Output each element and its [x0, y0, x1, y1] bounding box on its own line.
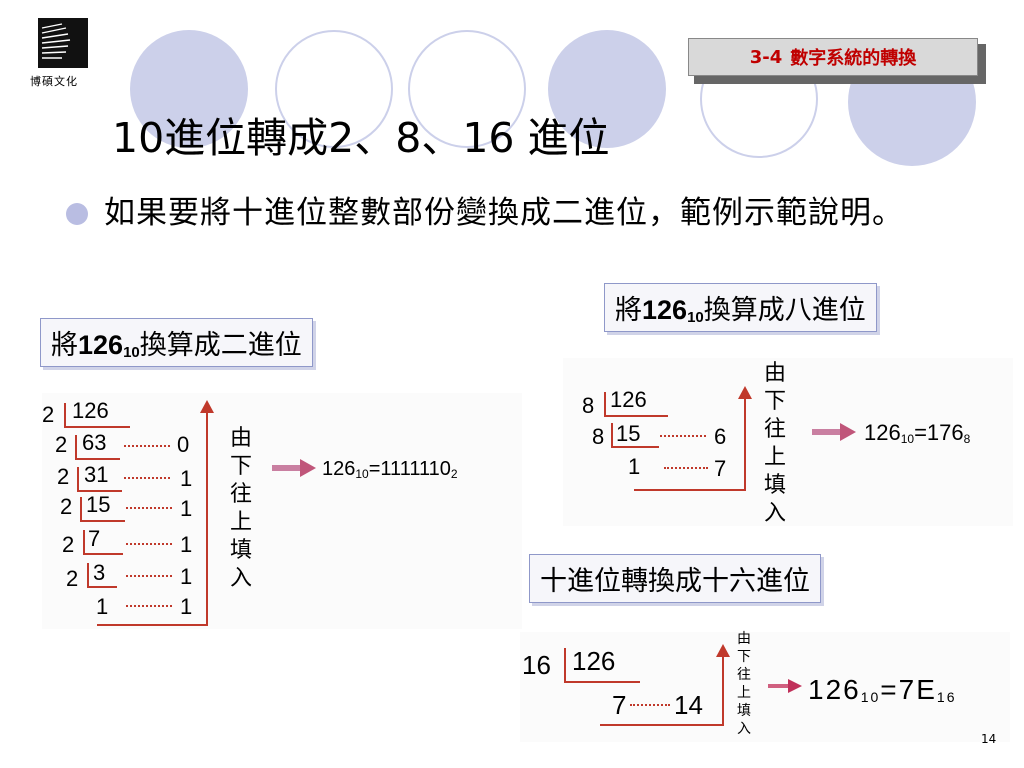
octal-direction-text: 由下往上填入 [763, 361, 786, 526]
hex-label: 十進位轉換成十六進位 [529, 554, 821, 603]
binary-quotient: 1 [96, 594, 109, 619]
hex-result: 12610=7E16 [808, 674, 957, 705]
dotted-leader [126, 605, 172, 607]
up-arrow-line [744, 396, 746, 491]
binary-quotient: 63 [82, 430, 107, 455]
dotted-leader [126, 575, 172, 577]
octal-remainder: 7 [714, 456, 727, 481]
arrow-right-icon [768, 678, 802, 698]
binary-remainder: 1 [180, 532, 193, 557]
binary-quotient: 15 [86, 492, 111, 517]
up-arrow-icon [716, 644, 730, 657]
octal-quotient: 1 [628, 454, 641, 479]
division-bar [604, 392, 606, 416]
binary-remainder: 1 [180, 564, 193, 589]
dotted-leader [124, 477, 170, 479]
bullet-icon [66, 203, 88, 225]
up-arrow-icon [200, 400, 214, 413]
section-title: 數字系統的轉換 [790, 48, 917, 69]
arrow-right-icon [272, 458, 316, 482]
up-arrow-icon [738, 386, 752, 399]
division-bar [604, 415, 668, 417]
up-arrow-base [97, 624, 208, 626]
binary-label: 將12610換算成二進位 [40, 318, 313, 367]
binary-result: 12610=11111102 [322, 458, 458, 481]
binary-quotient: 31 [84, 462, 109, 487]
page-number: 14 [981, 732, 997, 746]
up-arrow-base [634, 489, 746, 491]
section-tag: 3-4 數字系統的轉換 [688, 38, 988, 86]
logo-text: 博碩文化 [30, 75, 78, 88]
binary-quotient: 3 [93, 560, 106, 585]
division-bar [611, 446, 659, 448]
decor-circle [130, 30, 248, 148]
division-bar [64, 426, 130, 428]
division-bar [64, 403, 66, 427]
dotted-leader [124, 445, 170, 447]
binary-quotient: 126 [72, 398, 109, 423]
binary-divisor: 2 [57, 464, 70, 489]
division-bar [77, 467, 79, 491]
arrow-right-icon [812, 422, 856, 446]
octal-quotient: 126 [610, 387, 647, 412]
decor-circle [408, 30, 526, 148]
binary-divisor: 2 [60, 494, 73, 519]
dotted-leader [660, 435, 706, 437]
hex-direction-text: 由下往上填入 [737, 631, 751, 737]
dotted-leader [126, 507, 172, 509]
octal-divisor: 8 [582, 393, 595, 418]
dotted-leader [630, 704, 670, 706]
octal-panel [563, 358, 1013, 526]
binary-divisor: 2 [62, 532, 75, 557]
dotted-leader [664, 467, 708, 469]
division-bar [611, 423, 613, 447]
up-arrow-line [722, 654, 724, 726]
bullet-text: 如果要將十進位整數部份變換成二進位，範例示範說明。 [104, 195, 904, 231]
up-arrow-line [206, 410, 208, 626]
binary-remainder: 0 [177, 432, 190, 457]
hex-quotient: 7 [612, 690, 627, 720]
division-bar [87, 563, 89, 587]
division-bar [80, 520, 125, 522]
division-bar [564, 681, 640, 683]
octal-remainder: 6 [714, 424, 727, 449]
dotted-leader [126, 543, 172, 545]
hex-divisor: 16 [522, 650, 551, 680]
binary-quotient: 7 [88, 526, 101, 551]
binary-direction-text: 由下往上填入 [229, 426, 252, 591]
hex-panel [520, 632, 1010, 742]
binary-divisor: 2 [66, 566, 79, 591]
division-bar [87, 586, 117, 588]
hex-remainder: 14 [674, 690, 703, 720]
binary-panel [42, 393, 522, 629]
binary-remainder: 1 [180, 496, 193, 521]
section-number: 3-4 [749, 46, 783, 68]
binary-remainder: 1 [180, 594, 193, 619]
binary-divisor: 2 [55, 432, 68, 457]
decor-circle [548, 30, 666, 148]
octal-quotient: 15 [616, 421, 641, 446]
division-bar [80, 497, 82, 521]
octal-result: 12610=1768 [864, 420, 971, 446]
up-arrow-base [600, 724, 724, 726]
division-bar [75, 435, 77, 459]
division-bar [564, 648, 566, 682]
octal-label: 將12610換算成八進位 [604, 283, 877, 332]
logo-icon [38, 18, 88, 68]
binary-remainder: 1 [180, 466, 193, 491]
division-bar [77, 490, 122, 492]
page-title: 10進位轉成2、8、16 進位 [112, 114, 610, 162]
division-bar [83, 553, 123, 555]
hex-quotient: 126 [572, 646, 616, 676]
division-bar [75, 458, 120, 460]
octal-divisor: 8 [592, 424, 605, 449]
division-bar [83, 530, 85, 554]
binary-divisor: 2 [42, 402, 55, 427]
decor-circle [275, 30, 393, 148]
